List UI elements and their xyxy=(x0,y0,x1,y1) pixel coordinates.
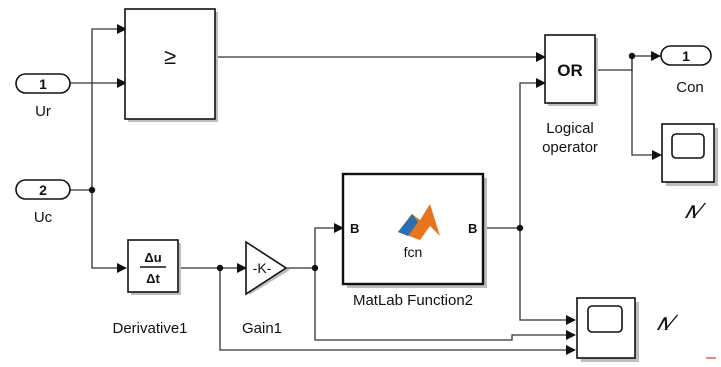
matlab-function-in-port: B xyxy=(350,221,359,236)
scope-2-signal-glyph: ∧∕ xyxy=(654,310,679,335)
wire-uc-to-compare xyxy=(91,24,127,190)
outport-con-label: Con xyxy=(676,79,704,96)
logical-operator-label-2: operator xyxy=(542,139,598,156)
logical-operator-block[interactable]: OR Logical operator xyxy=(542,34,598,156)
junction-dot xyxy=(311,264,319,272)
wire-gain-to-fcn xyxy=(285,223,344,269)
scope-1-shape[interactable] xyxy=(661,123,715,183)
wire-or-to-con xyxy=(595,51,661,71)
junction-dot xyxy=(628,52,636,60)
gain-block[interactable]: -K- Gain1 xyxy=(242,240,290,337)
scope-1-screen-icon xyxy=(671,133,705,159)
wire-fcn-to-scope2 xyxy=(519,228,576,325)
derivative-block[interactable]: Δu Δt Derivative1 xyxy=(112,239,188,337)
compare-block-shape[interactable] xyxy=(124,8,216,120)
scope-1[interactable]: ∧∕ xyxy=(661,123,718,223)
inport-uc[interactable]: 2 Uc xyxy=(15,179,71,226)
scope-2-shape[interactable] xyxy=(576,297,636,359)
derivative-numerator: Δu xyxy=(144,250,161,265)
logical-operator-text: OR xyxy=(557,61,583,80)
gain-label: Gain1 xyxy=(242,320,282,337)
inport-ur[interactable]: 1 Ur xyxy=(15,73,71,120)
inport-ur-label: Ur xyxy=(35,103,51,120)
inport-ur-number: 1 xyxy=(39,76,47,92)
junction-dot xyxy=(88,186,96,194)
wire-gain-to-scope2 xyxy=(314,268,576,341)
inport-ur-shape[interactable] xyxy=(15,73,71,94)
logical-operator-label-1: Logical xyxy=(546,120,594,137)
scope-2[interactable]: ∧∕ xyxy=(576,297,679,362)
inport-uc-number: 2 xyxy=(39,182,47,198)
gain-block-shape[interactable] xyxy=(245,240,288,296)
logical-operator-shape[interactable] xyxy=(544,34,596,104)
matlab-function-block[interactable]: B B fcn MatLab Function2 xyxy=(341,172,487,309)
outport-con-shape[interactable] xyxy=(660,45,712,66)
matlab-function-out-port: B xyxy=(468,221,477,236)
matlab-logo-icon xyxy=(398,204,440,240)
wire-fcn-to-or xyxy=(519,78,546,228)
inport-uc-label: Uc xyxy=(34,209,53,226)
wire-or-to-scope1 xyxy=(631,56,662,160)
derivative-denominator: Δt xyxy=(146,271,160,286)
inport-uc-shape[interactable] xyxy=(15,179,71,200)
matlab-function-text: fcn xyxy=(404,244,423,260)
matlab-function-label: MatLab Function2 xyxy=(353,292,473,309)
wire-derivative-to-scope2 xyxy=(219,268,576,355)
derivative-label: Derivative1 xyxy=(112,320,187,337)
wires xyxy=(70,24,662,355)
compare-block[interactable]: ≥ xyxy=(124,8,218,122)
junctions xyxy=(88,52,636,272)
gain-text: -K- xyxy=(253,260,272,276)
compare-symbol: ≥ xyxy=(164,44,176,69)
outport-con-number: 1 xyxy=(682,48,690,64)
derivative-block-shape[interactable] xyxy=(127,239,179,293)
scope-1-signal-glyph: ∧∕ xyxy=(682,198,707,223)
junction-dot xyxy=(516,224,524,232)
wire-uc-to-derivative xyxy=(91,190,127,273)
outport-con[interactable]: 1 Con xyxy=(660,45,712,96)
scope-2-screen-icon xyxy=(587,305,623,333)
junction-dot xyxy=(216,264,224,272)
